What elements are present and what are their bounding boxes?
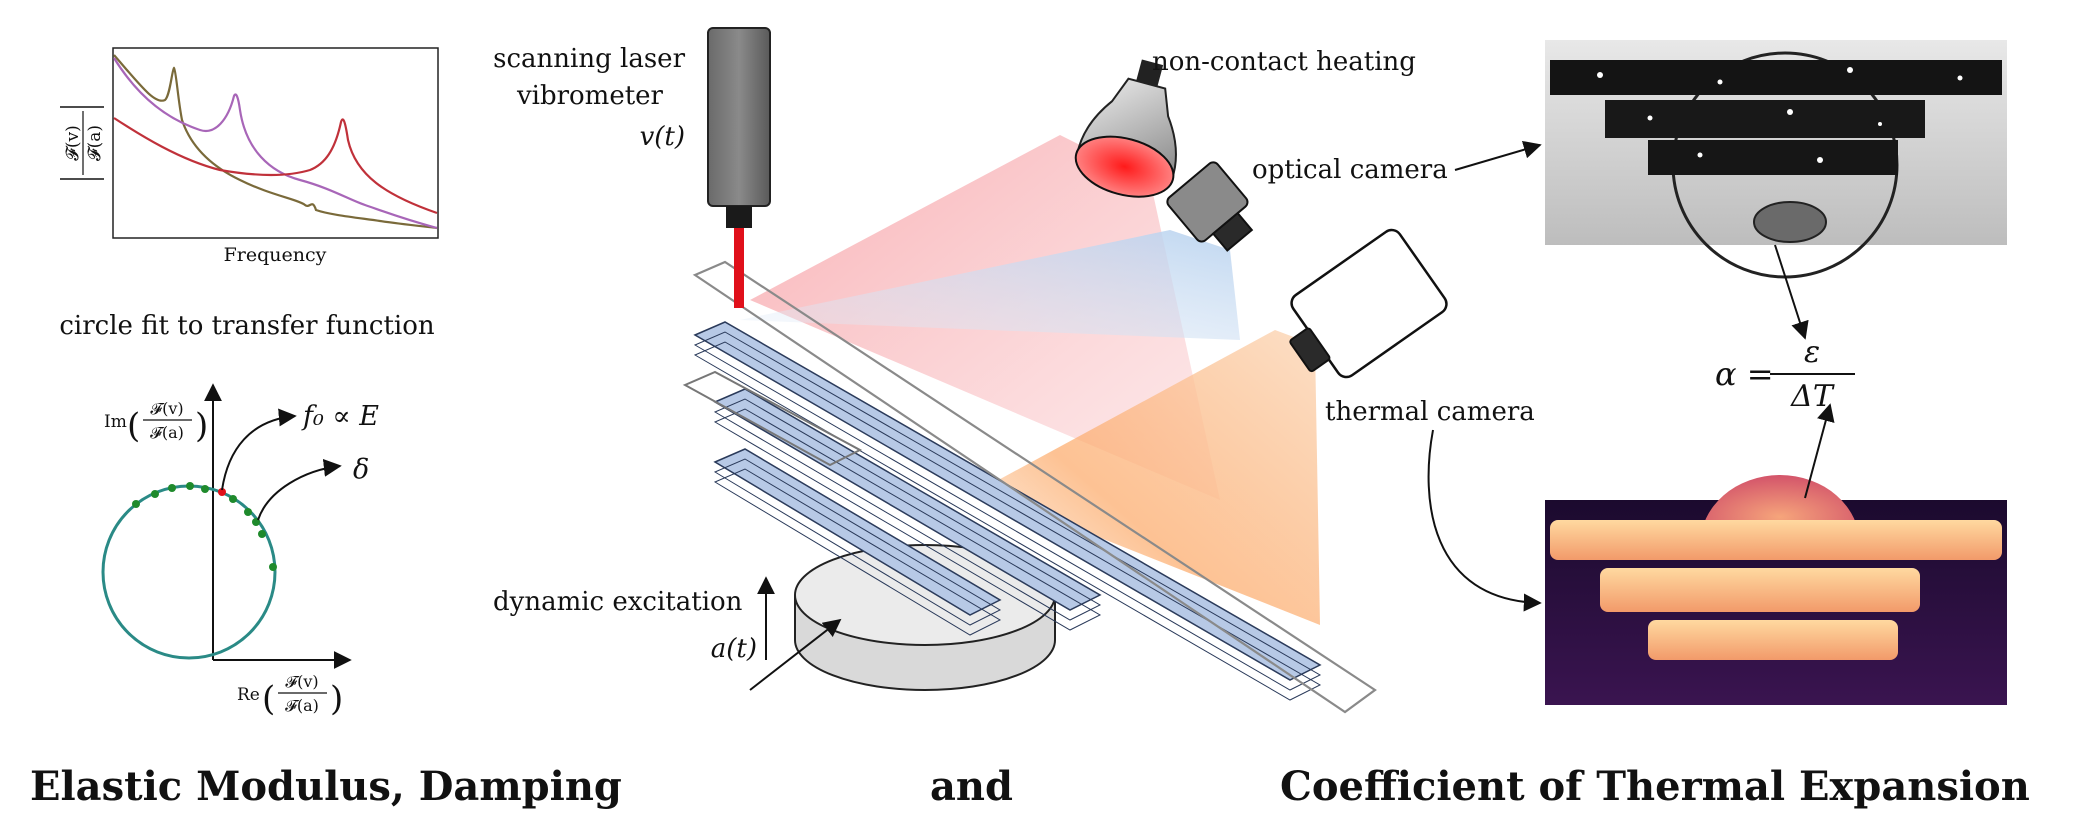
- optical-cone: [740, 230, 1240, 340]
- fit-point: [229, 495, 237, 503]
- optical-camera: [1166, 161, 1254, 252]
- curve-olive: [113, 54, 438, 230]
- svg-text:𝓕(v): 𝓕(v): [63, 125, 83, 160]
- laser-vibrometer: [707, 27, 771, 308]
- f0-arrow: [221, 408, 297, 491]
- svg-text:): ): [195, 406, 208, 446]
- fit-point: [186, 482, 194, 490]
- svg-text:ε: ε: [1804, 335, 1820, 370]
- laser-beam: [734, 228, 744, 308]
- plot-xlabel: Frequency: [224, 244, 327, 266]
- im-label: Im ( 𝓕(v) 𝓕(a) ): [104, 399, 208, 446]
- optical-arrow: [1454, 140, 1542, 171]
- vibrometer-label-line1: scanning laser: [493, 44, 685, 74]
- shaker-base: [794, 544, 1056, 691]
- optical-to-formula-arrow: [1774, 244, 1809, 340]
- nyquist-circle-plot: f₀ ∝ E δ Im ( 𝓕(v) 𝓕(a) ) Re ( 𝓕(v) 𝓕(a)…: [101, 383, 379, 719]
- delta-arrow: [257, 458, 342, 521]
- plot-ylabel: 𝓕(v) 𝓕(a): [60, 106, 105, 180]
- re-label: Re ( 𝓕(v) 𝓕(a) ): [237, 672, 343, 719]
- svg-text:(: (: [262, 679, 275, 719]
- f0-label: f₀ ∝ E: [301, 401, 379, 432]
- setup-illustration: scanning laser vibrometer v(t) non-conta…: [493, 27, 1535, 714]
- curve-purple: [113, 57, 438, 230]
- fit-point: [132, 500, 140, 508]
- velocity-label: v(t): [640, 122, 685, 152]
- excitation-label: dynamic excitation: [493, 587, 743, 617]
- vibrometer-label-line2: vibrometer: [516, 81, 664, 111]
- thermal-arrow: [1427, 429, 1542, 612]
- thermal-cone: [980, 330, 1320, 625]
- circle-fit-caption: circle fit to transfer function: [59, 311, 435, 341]
- curve-red: [113, 117, 438, 215]
- fit-point: [151, 490, 159, 498]
- fit-points: [132, 482, 277, 571]
- svg-text:𝓕(v): 𝓕(v): [150, 399, 183, 418]
- fit-point: [168, 484, 176, 492]
- delta-label: δ: [353, 454, 369, 485]
- fit-point: [244, 508, 252, 516]
- title-cte: Coefficient of Thermal Expansion: [1280, 763, 2030, 810]
- thermal-camera: [1289, 228, 1448, 379]
- thermal-image: [1545, 475, 2007, 705]
- thermal-camera-label: thermal camera: [1325, 397, 1535, 427]
- heating-label: non-contact heating: [1152, 47, 1416, 77]
- title-elastic-damping: Elastic Modulus, Damping: [30, 763, 622, 810]
- beam-stack: [682, 260, 1377, 714]
- optical-image: [1545, 40, 2007, 279]
- svg-text:Re: Re: [237, 685, 260, 705]
- plot-frame: [112, 47, 439, 239]
- fit-point: [201, 485, 209, 493]
- svg-text:𝓕(a): 𝓕(a): [150, 423, 184, 442]
- title-and: and: [930, 763, 1013, 810]
- resonance-point: [218, 488, 226, 496]
- svg-text:𝓕(a): 𝓕(a): [85, 125, 105, 161]
- svg-text:𝓕(a): 𝓕(a): [285, 696, 319, 715]
- svg-text:ΔT: ΔT: [1790, 379, 1835, 414]
- svg-text:): ): [330, 679, 343, 719]
- fit-point: [269, 563, 277, 571]
- excitation-diag-arrow: [749, 618, 842, 691]
- cte-formula: α = ε ΔT: [1715, 335, 1855, 414]
- svg-text:α =: α =: [1715, 355, 1774, 393]
- transfer-function-plot: Frequency 𝓕(v) 𝓕(a): [60, 47, 439, 266]
- thermal-to-formula-arrow: [1804, 403, 1835, 499]
- optical-camera-label: optical camera: [1252, 155, 1448, 185]
- heating-lamp: [1074, 59, 1177, 198]
- svg-text:𝓕(v): 𝓕(v): [285, 672, 318, 691]
- svg-text:Im: Im: [104, 412, 127, 432]
- accel-label: a(t): [711, 634, 757, 664]
- fit-point: [258, 530, 266, 538]
- svg-text:(: (: [127, 406, 140, 446]
